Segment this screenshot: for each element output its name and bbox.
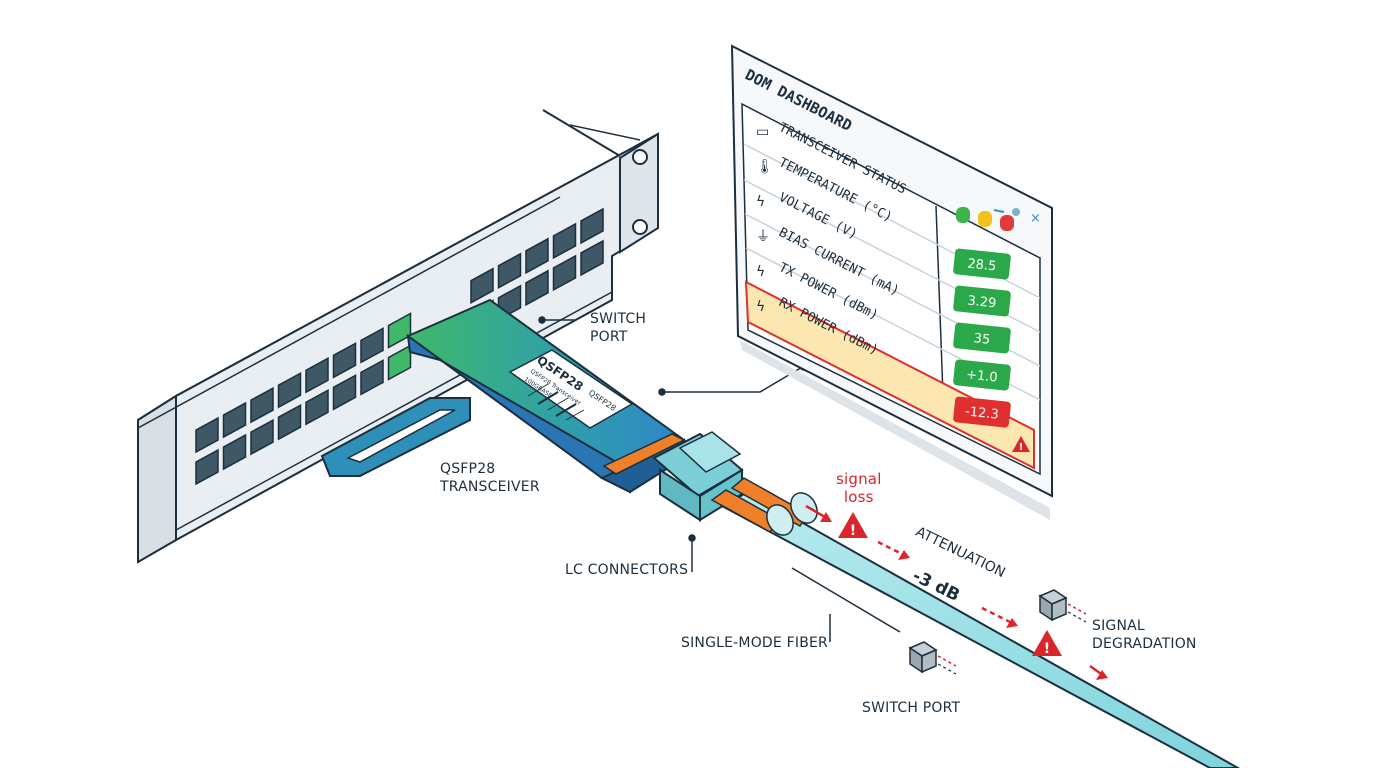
svg-text:!: !: [1044, 641, 1050, 657]
label-switch-port-bottom: SWITCH PORT: [862, 700, 961, 716]
minimize-icon: [993, 209, 1005, 213]
switch-port: [332, 342, 357, 379]
qsfp28-transceiver: QSFP28 QSFP28 QSFP28 Transceiver 100GBAS…: [320, 298, 686, 494]
warning-icon: !: [838, 512, 868, 539]
value-badge-alert: [953, 396, 1011, 428]
status-light: [978, 211, 992, 227]
transceiver-icon: ▭: [756, 124, 769, 140]
switch-port: [277, 371, 302, 409]
label-line: SWITCH: [590, 311, 647, 327]
value-badge-ok: [953, 285, 1011, 317]
switch-port: [305, 389, 329, 426]
status-light: [956, 207, 970, 223]
lc-connectors: [652, 431, 744, 522]
close-icon: ×: [1030, 211, 1041, 226]
switch-port: [250, 386, 274, 424]
label-signal-degradation: SIGNAL DEGRADATION: [1092, 617, 1197, 653]
port-cube-bottom: [908, 641, 957, 675]
dashboard-value: 35: [973, 331, 991, 348]
switch-port: [552, 222, 577, 260]
single-mode-fiber: [710, 477, 1241, 768]
module-barcode: [527, 383, 585, 421]
switch-port: [332, 374, 357, 411]
dashboard-value: 3.29: [967, 294, 997, 312]
label-line: QSFP28: [440, 461, 496, 477]
port-cube-degradation: [1038, 589, 1087, 623]
window-controls[interactable]: ×: [993, 208, 1041, 226]
switch-port: [250, 418, 274, 456]
switch-port: [195, 448, 219, 486]
status-lights: [956, 207, 1014, 231]
switch-port: [360, 327, 384, 364]
dashboard-value: 28.5: [967, 257, 997, 275]
switch-port: [222, 433, 247, 471]
bolt-icon: ϟ: [756, 194, 765, 210]
thermometer-icon: 🌡: [756, 159, 774, 175]
status-light: [1000, 215, 1014, 231]
label-signal-loss: signal loss: [836, 470, 882, 506]
label-line: loss: [843, 488, 874, 506]
bolt-icon: ϟ: [756, 264, 765, 280]
label-single-mode-fiber: SINGLE-MODE FIBER: [681, 635, 828, 651]
dashboard-value: -12.3: [964, 404, 999, 422]
label-transceiver: QSFP28 TRANSCEIVER: [440, 460, 540, 496]
label-line: TRANSCEIVER: [440, 479, 540, 495]
switch-port: [497, 252, 522, 290]
bolt-icon: ϟ: [756, 299, 765, 315]
switch-port: [525, 269, 549, 307]
switch-port: [360, 359, 384, 396]
dashboard-value: +1.0: [965, 367, 998, 385]
switch-port: [525, 237, 549, 275]
label-lc-connectors: LC CONNECTORS: [565, 562, 689, 578]
maximize-icon: [1012, 208, 1020, 216]
value-badge-ok: [953, 248, 1011, 280]
label-line: SIGNAL: [1092, 618, 1145, 634]
signal-loss-indicators: ! !: [805, 504, 1108, 680]
switch-port: [305, 357, 329, 394]
svg-text:!: !: [850, 523, 856, 539]
warning-icon: !: [1012, 436, 1030, 453]
switch-port: [470, 267, 494, 304]
switch-port: [552, 254, 577, 292]
switch-port: [580, 207, 604, 245]
label-line: signal: [836, 470, 882, 488]
warning-icon: !: [1032, 630, 1062, 657]
switch-port: [387, 344, 412, 381]
switch-port: [222, 401, 247, 439]
value-badge-ok: [953, 359, 1011, 391]
switch-port-grid: [195, 207, 604, 486]
svg-text:!: !: [1019, 442, 1024, 453]
switch-port: [277, 403, 302, 441]
capacitor-icon: ⏚: [756, 229, 770, 245]
value-badge-ok: [953, 322, 1011, 354]
switch-port: [580, 239, 604, 277]
switch-port: [195, 416, 219, 454]
label-line: DEGRADATION: [1092, 636, 1197, 652]
label-line: PORT: [590, 329, 628, 345]
dom-dashboard: × TRANSCEIVER STATUS▭TEMPERATURE (°C)🌡VO…: [730, 44, 1053, 520]
label-switch-port-top: SWITCH PORT: [590, 310, 646, 346]
